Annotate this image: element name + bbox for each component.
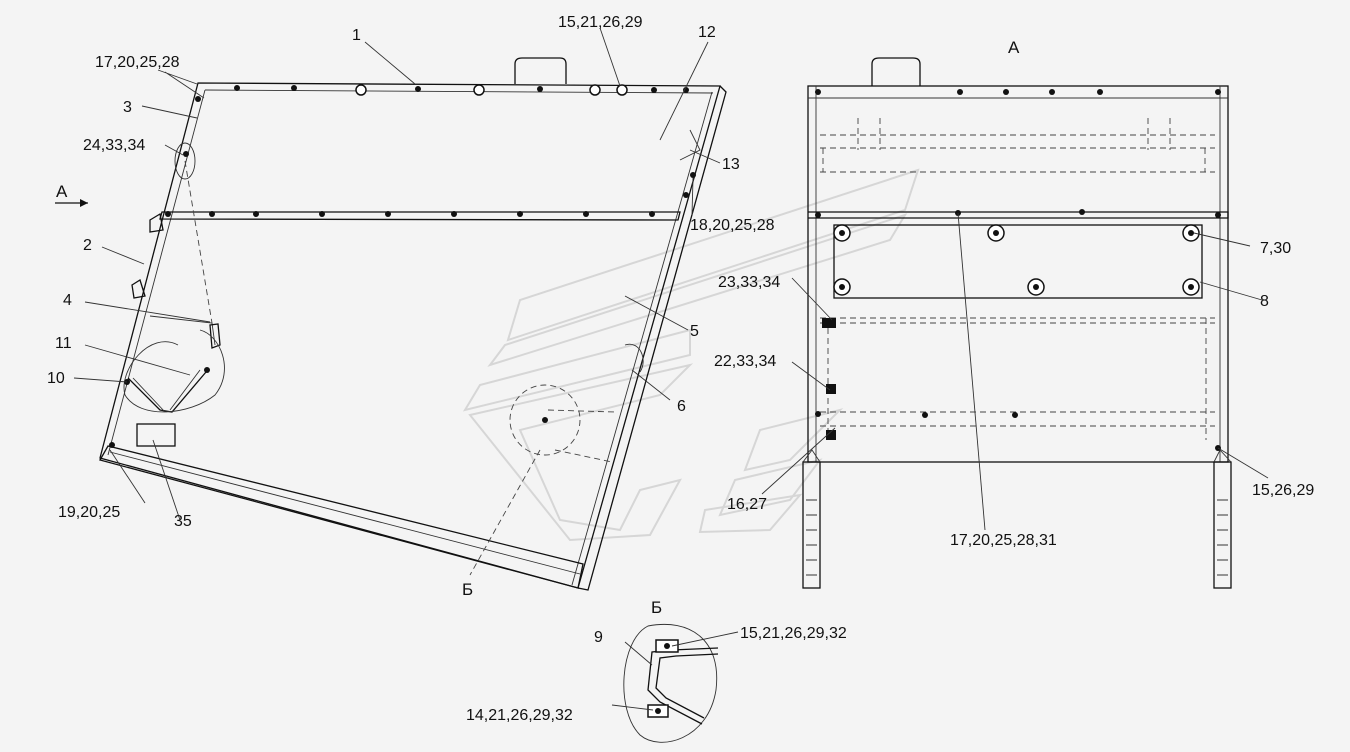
view-a-title: А bbox=[1008, 38, 1020, 57]
side-view bbox=[55, 57, 727, 591]
callout-3: 3 bbox=[123, 99, 132, 116]
callout-18-20-25-28: 18,20,25,28 bbox=[690, 217, 775, 234]
callout-2: 2 bbox=[83, 237, 92, 254]
callout-7-30: 7,30 bbox=[1260, 240, 1291, 257]
callout-17-20-25-28-31: 17,20,25,28,31 bbox=[950, 532, 1057, 549]
callout-labels: 1 17,20,25,28 3 24,33,34 2 4 11 10 19,20… bbox=[47, 14, 1314, 724]
callout-8: 8 bbox=[1260, 293, 1269, 310]
callout-6: 6 bbox=[677, 398, 686, 415]
callout-5: 5 bbox=[690, 323, 699, 340]
view-a bbox=[802, 57, 1232, 589]
callout-4: 4 bbox=[63, 292, 72, 309]
callout-15-21-26-29: 15,21,26,29 bbox=[558, 14, 643, 31]
callout-14-21-26-29-32: 14,21,26,29,32 bbox=[466, 707, 573, 724]
callout-11: 11 bbox=[55, 335, 72, 352]
leader-lines bbox=[73, 27, 1269, 711]
callout-19-20-25: 19,20,25 bbox=[58, 504, 120, 521]
callout-15-26-29: 15,26,29 bbox=[1252, 482, 1314, 499]
callout-24-33-34: 24,33,34 bbox=[83, 137, 145, 154]
callout-17-20-25-28: 17,20,25,28 bbox=[95, 54, 180, 71]
callout-23-33-34: 23,33,34 bbox=[718, 274, 780, 291]
callout-15-21-26-29-32: 15,21,26,29,32 bbox=[740, 625, 847, 642]
callout-1: 1 bbox=[352, 27, 361, 44]
detail-b bbox=[623, 624, 719, 743]
callout-22-33-34: 22,33,34 bbox=[714, 353, 776, 370]
arrow-a-label: А bbox=[56, 182, 68, 201]
callout-16-27: 16,27 bbox=[727, 496, 767, 513]
callout-10: 10 bbox=[47, 370, 65, 387]
callout-35: 35 bbox=[174, 513, 192, 530]
callout-13: 13 bbox=[722, 156, 740, 173]
callout-9: 9 bbox=[594, 629, 603, 646]
section-b-mark: Б bbox=[462, 580, 473, 599]
view-b-title: Б bbox=[651, 598, 662, 617]
callout-12: 12 bbox=[698, 24, 716, 41]
